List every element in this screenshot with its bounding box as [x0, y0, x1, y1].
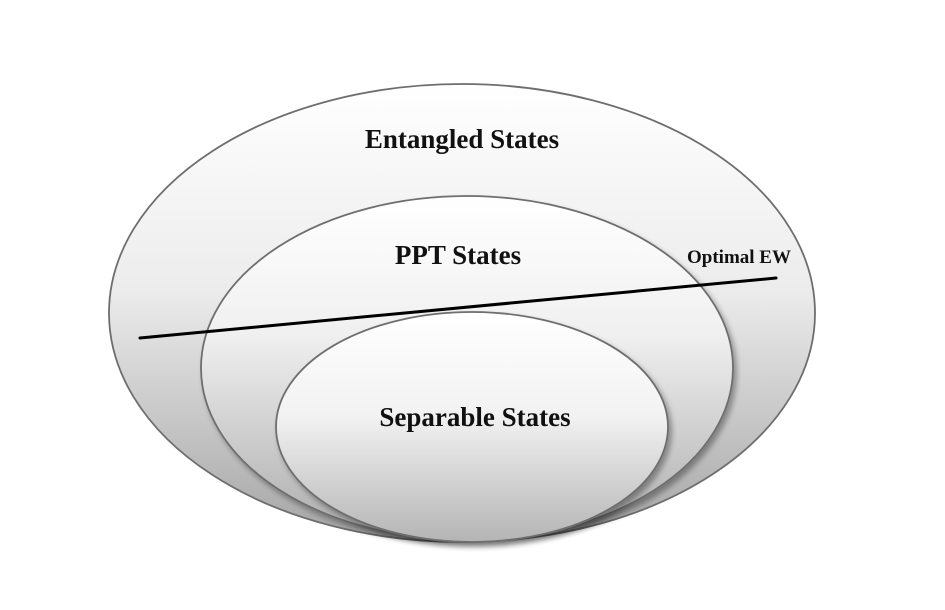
- separable-states-label: Separable States: [379, 402, 570, 432]
- optimal-ew-label: Optimal EW: [687, 247, 791, 268]
- entangled-states-label: Entangled States: [365, 124, 559, 154]
- optimal-ew-line: [138, 276, 778, 340]
- ppt-states-label: PPT States: [395, 240, 521, 270]
- separable-states-set: [275, 311, 669, 543]
- separable-states-ellipse: [275, 311, 669, 543]
